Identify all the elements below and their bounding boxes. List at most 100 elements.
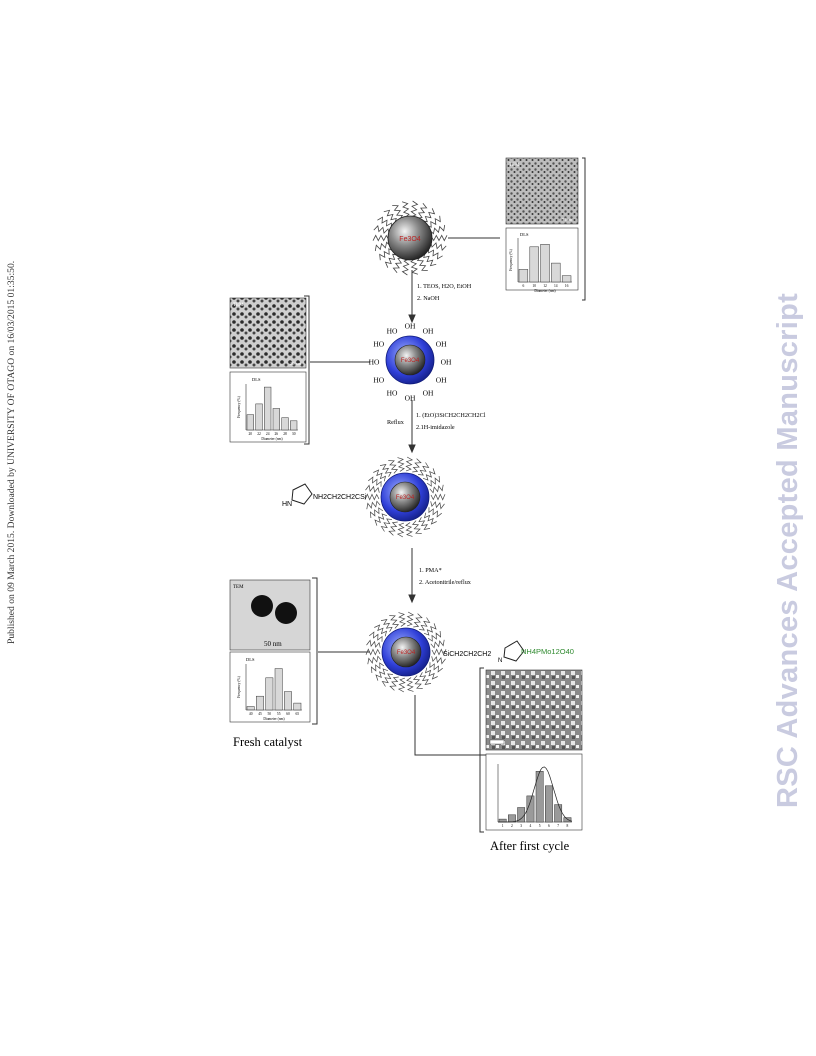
- bar: [265, 677, 274, 711]
- tick-label: 55: [277, 712, 281, 716]
- hydroxyl-group: OH: [436, 340, 447, 349]
- x-axis-label: Diameter (nm): [263, 717, 285, 721]
- y-axis-label: Frequency (%): [237, 395, 241, 417]
- tick-label: 60: [286, 712, 290, 716]
- surfactant-tail: [423, 623, 437, 636]
- surfactant-tail: [369, 631, 383, 642]
- bar: [256, 695, 264, 711]
- hydroxyl-group: OH: [405, 394, 416, 403]
- x-axis-label: Diameter (nm): [534, 289, 556, 293]
- dls-label: DLS: [246, 657, 255, 662]
- bar: [255, 403, 263, 431]
- surfactant-tail: [368, 476, 382, 487]
- bar: [284, 691, 292, 711]
- scale-bar-label: 51nm: [562, 217, 573, 222]
- bar: [545, 785, 553, 823]
- tick-label: 16: [565, 284, 569, 288]
- core-label: Fe3O4: [396, 495, 415, 501]
- reaction-arrows: [408, 270, 416, 604]
- tem-image: [229, 297, 307, 369]
- surfactant-tail: [372, 234, 390, 242]
- imidazolium-ring: [503, 640, 525, 662]
- tick-label: 7: [557, 824, 559, 828]
- surfactant-tail: [429, 484, 444, 494]
- surfactant-tail: [418, 462, 430, 476]
- surfactant-tail: [365, 648, 381, 656]
- particle-imidazole: Fe3O4 HN NH2CH2CH2CSi: [282, 456, 446, 538]
- hydroxyl-group: HO: [373, 376, 384, 385]
- hydroxyl-group: OH: [405, 322, 416, 331]
- dls-label: DLS: [252, 377, 261, 382]
- surfactant-tail: [424, 667, 438, 680]
- bar: [264, 386, 272, 431]
- bar: [498, 818, 507, 823]
- surfactant-tail: [388, 460, 399, 474]
- surfactant-tail: [373, 224, 390, 235]
- surfactant-tail: [375, 668, 389, 681]
- surfactant-tail: [430, 493, 446, 501]
- hydroxyl-group: OH: [423, 326, 434, 335]
- surfactant-tail: [367, 655, 382, 665]
- y-axis-label: Frequency (%): [237, 675, 241, 697]
- surfactant-tail: [366, 500, 381, 510]
- surfactant-tail: [397, 457, 405, 472]
- bar: [518, 269, 529, 283]
- surfactant-tail: [428, 507, 442, 518]
- step3-line2: 2. Acetonitrile/reflux: [419, 579, 472, 586]
- tick-label: 30: [292, 432, 296, 436]
- surfactant-tail: [401, 258, 410, 276]
- step2-line2: 2.1H-imidazole: [416, 424, 455, 431]
- tick-label: 24: [266, 432, 270, 436]
- bar: [272, 408, 280, 431]
- step1-line2: 2. NaOH: [417, 295, 440, 302]
- surfactant-tail: [406, 611, 415, 627]
- pma-counterion: NH4PMo12O40: [521, 647, 574, 656]
- surfactant-tail: [374, 241, 391, 252]
- surfactant-tail: [379, 248, 394, 261]
- step2-prefix: Reflux: [387, 419, 405, 426]
- surfactant-tail: [381, 673, 393, 687]
- tick-label: 6: [523, 284, 525, 288]
- tick-label: 6: [548, 824, 550, 828]
- surfactant-tail: [397, 677, 406, 693]
- core-label: Fe3O4: [401, 358, 420, 364]
- surfactant-tail: [392, 205, 404, 220]
- surfactant-tail: [401, 201, 410, 218]
- particle-catalyst: Fe3O4 SiCH2CH2CH2 N NH4PMo12O40: [365, 611, 574, 693]
- bar: [529, 246, 539, 283]
- surfactant-tail: [428, 247, 443, 260]
- tick-label: 45: [258, 712, 262, 716]
- surfactant-tail: [374, 624, 388, 637]
- surfactant-tail: [412, 458, 422, 473]
- surfactant-tail: [405, 522, 413, 537]
- surfactant-tail: [398, 612, 406, 627]
- bar: [561, 275, 572, 283]
- surfactant-tail: [426, 215, 441, 228]
- surfactant-tail: [422, 468, 436, 481]
- surfactant-tail: [416, 202, 428, 219]
- hydroxyl-group: HO: [369, 358, 380, 367]
- sem-image: [485, 669, 583, 751]
- connector-lines: [310, 237, 500, 756]
- bar: [290, 420, 298, 431]
- tick-label: 20: [249, 432, 253, 436]
- after-first-cycle-label: After first cycle: [490, 839, 570, 853]
- bar: [508, 814, 516, 823]
- tick-label: 5: [539, 824, 541, 828]
- surfactant-tail: [392, 257, 404, 274]
- tick-label: 8: [567, 824, 569, 828]
- bar: [526, 795, 535, 823]
- surfactant-tail: [396, 522, 405, 538]
- bar: [281, 417, 289, 431]
- tick-label: 2: [511, 824, 513, 828]
- core-label: Fe3O4: [397, 650, 416, 656]
- surfactant-tail: [410, 200, 419, 218]
- surfactant-tail: [423, 512, 437, 525]
- bar: [563, 817, 572, 823]
- fresh-catalyst-label: Fresh catalyst: [233, 735, 303, 749]
- bar: [540, 244, 550, 283]
- step1-line1: 1. TEOS, H2O, EtOH: [417, 283, 472, 290]
